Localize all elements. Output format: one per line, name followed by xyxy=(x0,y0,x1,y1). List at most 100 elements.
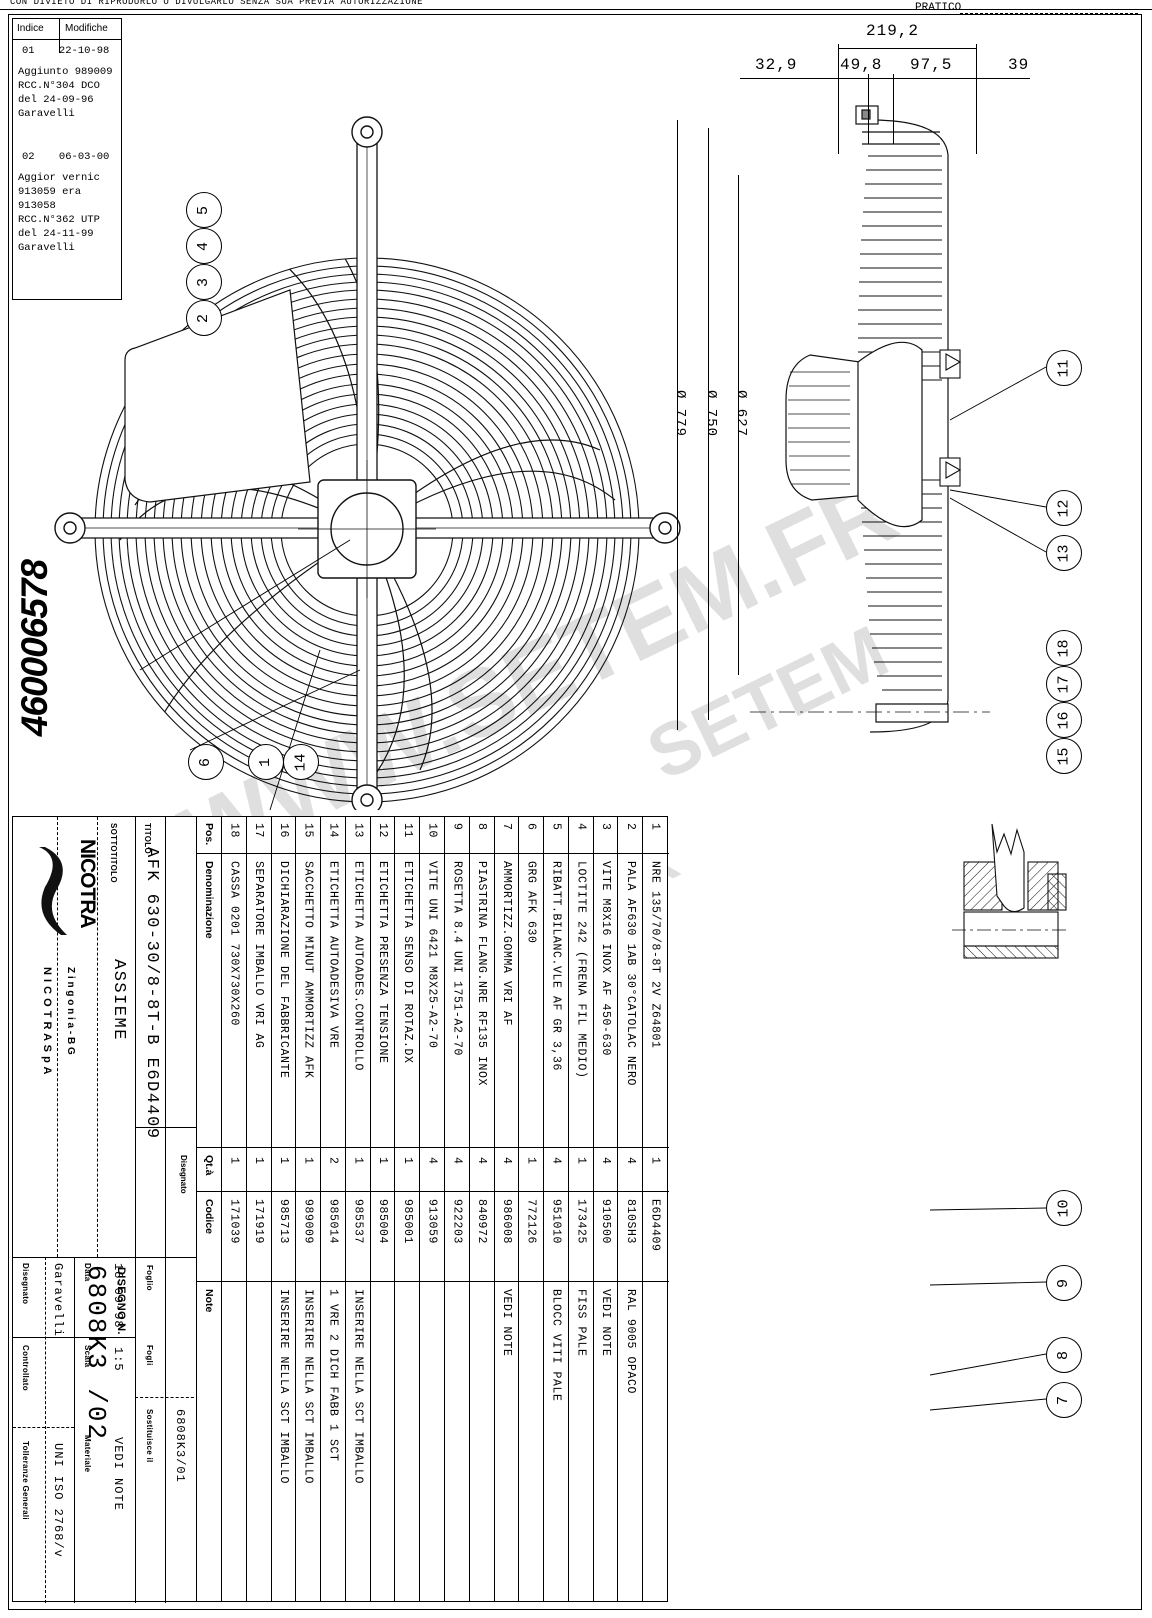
data-label: Data xyxy=(83,1263,92,1282)
part-note: FISS PALE xyxy=(574,1289,588,1357)
part-denominazione: NRE 135/70/8-8T 2V Z64801 xyxy=(648,861,662,1049)
part-denominazione: RIBATT.BILANC.VLE AF GR 3,36 xyxy=(549,861,563,1072)
materiale-label: Materiale xyxy=(83,1435,92,1473)
dim-ext-d750 xyxy=(708,128,709,720)
balloon-label: 14 xyxy=(292,752,310,772)
part-qta: 4 xyxy=(623,1157,637,1165)
revision-row-02: 02 06-03-00 Aggior vernic 913059 era 913… xyxy=(13,151,121,255)
part-pos: 18 xyxy=(227,823,241,839)
balloon-label: 6 xyxy=(197,757,215,767)
revision-index-02: 02 xyxy=(22,151,35,163)
parts-header-pos: Pos. xyxy=(203,823,215,846)
revision-date-02: 06-03-00 xyxy=(58,151,110,163)
part-pos: 3 xyxy=(599,823,613,831)
balloon-13[interactable]: 13 xyxy=(1046,535,1082,571)
part-denominazione: AMMORTIZZ.GOMMA VRI AF xyxy=(499,861,513,1027)
balloon-7[interactable]: 7 xyxy=(1046,1382,1082,1418)
part-pos: 11 xyxy=(400,823,414,839)
dim-ext-d xyxy=(976,74,977,144)
parts-header-codice: Codice xyxy=(203,1199,215,1235)
tolleranze-value: UNI ISO 2768/v xyxy=(51,1443,65,1558)
tblk-dash-1 xyxy=(57,817,58,1257)
part-qta: 4 xyxy=(475,1157,489,1165)
drawing-frame xyxy=(8,14,1142,1610)
dim-ext-d627 xyxy=(738,175,739,675)
balloon-8[interactable]: 8 xyxy=(1046,1337,1082,1373)
part-note: INSERIRE NELLA SCT IMBALLO xyxy=(276,1289,290,1485)
materiale-value: VEDI NOTE xyxy=(111,1437,125,1511)
revision-line: Aggior vernic xyxy=(18,172,100,184)
balloon-5[interactable]: 5 xyxy=(186,192,222,228)
tolleranze-label: Tolleranze Generali xyxy=(21,1441,30,1520)
part-denominazione: CASSA 0201 730X730X260 xyxy=(227,861,241,1027)
balloon-2[interactable]: 2 xyxy=(186,300,222,336)
pratico-label: PRATICO xyxy=(915,2,962,14)
fan-front-view xyxy=(54,116,681,810)
titolo-value: AFK 630-30/8-8T-B E6D4409 xyxy=(142,847,161,1140)
part-qta: 1 xyxy=(648,1157,662,1165)
part-pos: 16 xyxy=(276,823,290,839)
dim-ext-a xyxy=(838,74,839,144)
balloon-6[interactable]: 6 xyxy=(188,744,224,780)
tblk-sep-6 xyxy=(165,817,167,1603)
ptbl-band-denom xyxy=(197,1147,669,1149)
balloon-17[interactable]: 17 xyxy=(1046,666,1082,702)
ptbl-band-qta xyxy=(197,1191,669,1193)
balloon-4[interactable]: 4 xyxy=(186,228,222,264)
balloon-3[interactable]: 3 xyxy=(186,264,222,300)
balloon-11[interactable]: 11 xyxy=(1046,350,1082,386)
disegno-n-value: 6808K3 /02 xyxy=(81,1265,111,1442)
tblk-dash-5 xyxy=(165,1257,166,1603)
revision-line: Garavelli xyxy=(18,242,75,254)
balloon-1[interactable]: 1 xyxy=(248,744,284,780)
balloon-16[interactable]: 16 xyxy=(1046,702,1082,738)
part-denominazione: PIASTRINA FLANG.NRE RF135 INOX xyxy=(475,861,489,1087)
part-qta: 1 xyxy=(351,1157,365,1165)
revision-line: del 24-09-96 xyxy=(18,94,94,106)
balloon-leader-lines xyxy=(930,366,1047,1411)
ptbl-band-pos xyxy=(197,853,669,855)
part-pos: 1 xyxy=(648,823,662,831)
part-pos: 10 xyxy=(425,823,439,839)
part-qta: 1 xyxy=(276,1157,290,1165)
dimension-219-2: 219,2 xyxy=(866,22,920,40)
company-city: Z i n g o n i a - B G xyxy=(65,967,76,1055)
balloon-9[interactable]: 9 xyxy=(1046,1265,1082,1301)
tblk-dash-2 xyxy=(97,817,98,1257)
part-pos: 17 xyxy=(252,823,266,839)
part-denominazione: SACCHETTO MINUT AMMORTIZZ AFK xyxy=(301,861,315,1079)
title-block: NICOTRA N I C O T R A S p A Z i n g o n … xyxy=(12,816,199,1603)
balloon-14[interactable]: 14 xyxy=(283,744,319,780)
dimension-d779: Ø 779 xyxy=(672,390,688,438)
part-denominazione: LOCTITE 242 (FRENA FIL MEDIO) xyxy=(574,861,588,1079)
balloon-10[interactable]: 10 xyxy=(1046,1190,1082,1226)
revision-line: Garavelli xyxy=(18,108,75,120)
dim-chain-line xyxy=(740,78,1030,79)
part-note: VEDI NOTE xyxy=(599,1289,613,1357)
part-pos: 13 xyxy=(351,823,365,839)
part-pos: 9 xyxy=(450,823,464,831)
section-detail-view xyxy=(952,823,1070,959)
company-name-full: N I C O T R A S p A xyxy=(41,967,53,1075)
balloon-15[interactable]: 15 xyxy=(1046,738,1082,774)
part-denominazione: PALA AF630 1AB 30°CATOLAC NERO xyxy=(623,861,637,1087)
balloon-label: 5 xyxy=(195,205,213,215)
part-denominazione: DICHIARAZIONE DEL FABBRICANTE xyxy=(276,861,290,1079)
scala-label: Scala xyxy=(83,1345,92,1368)
revision-row-01: 01 22-10-98 Aggiunto 989009 RCC.N°304 DC… xyxy=(13,45,121,121)
part-codice: 910500 xyxy=(599,1199,613,1245)
part-note: INSERIRE NELLA SCT IMBALLO xyxy=(301,1289,315,1485)
part-codice: 985001 xyxy=(400,1199,414,1245)
part-codice: 922203 xyxy=(450,1199,464,1245)
part-codice: 989009 xyxy=(301,1199,315,1245)
balloon-18[interactable]: 18 xyxy=(1046,630,1082,666)
balloon-12[interactable]: 12 xyxy=(1046,490,1082,526)
disegnato-value: Garavelli xyxy=(51,1263,65,1337)
dim-ext-d779 xyxy=(677,120,678,730)
